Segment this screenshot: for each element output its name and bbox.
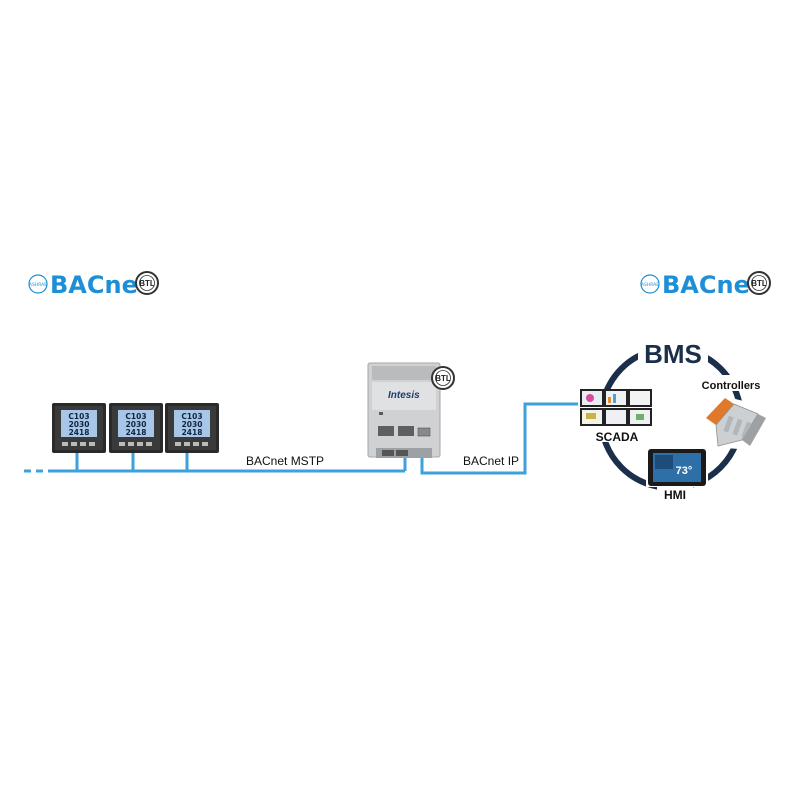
- meter-button: [119, 442, 125, 446]
- bms-title: BMS: [644, 339, 702, 369]
- wiring: [24, 402, 580, 475]
- ashrae-logo-text: ASHRAE: [29, 282, 47, 288]
- meter-button: [193, 442, 199, 446]
- bacnet-logo-text: BACnet: [50, 271, 149, 299]
- ashrae-logo-text: ASHRAE: [641, 282, 659, 288]
- meter-reading: 2030: [69, 420, 90, 429]
- meter-reading: 2030: [182, 420, 203, 429]
- meter-reading: C103: [181, 412, 202, 421]
- btl-logo-text: BTL: [435, 374, 451, 383]
- plc-controller: [703, 396, 770, 450]
- energy-meter: C103 2030 2418: [109, 403, 163, 453]
- ip-link: [420, 402, 580, 475]
- btl-logo: BTL: [135, 271, 159, 295]
- meter-button: [89, 442, 95, 446]
- controllers-label: Controllers: [702, 380, 761, 392]
- meter-screen: [118, 410, 154, 437]
- energy-meter: C103 2030 2418: [165, 403, 219, 453]
- meter-reading: 2030: [126, 420, 147, 429]
- ashrae-logo: ASHRAE: [28, 274, 48, 294]
- intesis-gateway: Intesis BTL: [367, 362, 455, 458]
- meter-button: [137, 442, 143, 446]
- btl-logo-text: BTL: [139, 279, 155, 288]
- terminal-block: [398, 426, 414, 436]
- terminal-block-bottom: [382, 450, 394, 456]
- hmi-screen-value: 73°: [676, 465, 693, 477]
- link-label-mstp: BACnet MSTP: [246, 454, 324, 468]
- link-label-ip: BACnet IP: [463, 454, 519, 468]
- meter-reading: 2418: [69, 428, 90, 437]
- bacnet-logo-left: ASHRAE BACnet™ BTL: [28, 271, 159, 299]
- meter-button: [62, 442, 68, 446]
- scada-label: SCADA: [596, 430, 639, 444]
- ethernet-port: [417, 427, 431, 437]
- energy-meter: C103 2030 2418: [52, 403, 106, 453]
- bacnet-logo-text: BACnet: [662, 271, 761, 299]
- terminal-block: [378, 426, 394, 436]
- meter-reading: C103: [68, 412, 89, 421]
- hmi-label: HMI: [664, 488, 686, 502]
- meter-screen: [174, 410, 210, 437]
- btl-logo: BTL: [431, 366, 455, 390]
- meter-reading: 2418: [126, 428, 147, 437]
- btl-logo: BTL: [747, 271, 771, 295]
- meter-button: [128, 442, 134, 446]
- scada-monitors: [578, 389, 658, 429]
- meter-reading: 2418: [182, 428, 203, 437]
- ashrae-logo: ASHRAE: [640, 274, 660, 294]
- meter-button: [71, 442, 77, 446]
- status-led: [379, 412, 383, 415]
- gateway-brand: Intesis: [388, 390, 420, 401]
- btl-logo-text: BTL: [751, 279, 767, 288]
- hmi-panel: 73°: [646, 447, 708, 487]
- terminal-block-bottom: [396, 450, 408, 456]
- meter-screen: [61, 410, 97, 437]
- meter-button: [184, 442, 190, 446]
- meter-button: [175, 442, 181, 446]
- meter-button: [80, 442, 86, 446]
- meter-button: [146, 442, 152, 446]
- meter-reading: C103: [125, 412, 146, 421]
- meter-button: [202, 442, 208, 446]
- bacnet-logo-right: ASHRAE BACnet™ BTL: [640, 271, 771, 299]
